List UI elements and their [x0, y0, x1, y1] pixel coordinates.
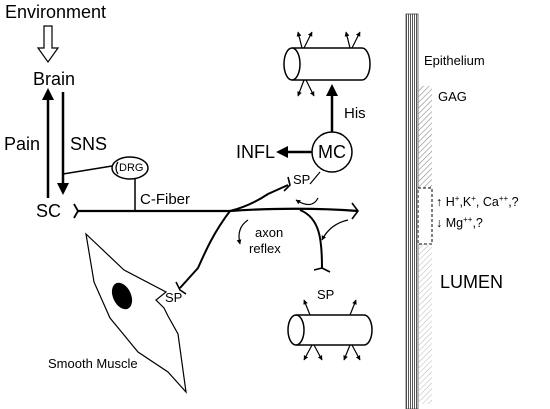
axon-label: axon	[255, 225, 284, 240]
lumen-label: LUMEN	[440, 272, 504, 292]
reflex-label: reflex	[249, 241, 281, 256]
smooth-muscle-cell-icon	[85, 232, 187, 394]
orthodromic-arrows	[236, 197, 349, 245]
sp-label-bottom: SP	[317, 287, 335, 302]
left-arrow-icon	[276, 146, 312, 158]
environment-label: Environment	[5, 2, 107, 22]
ion-influx-label: ↓ Mg++,?	[436, 215, 483, 231]
drg-ganglion	[62, 156, 149, 211]
mc-label: MC	[318, 142, 346, 162]
brain-label: Brain	[33, 69, 76, 89]
down-arrow-hollow-icon	[36, 25, 60, 64]
mast-cell-icon	[309, 131, 353, 185]
blood-vessel-icon	[287, 299, 373, 361]
infl-label: INFL	[236, 142, 276, 162]
c-fiber-axon	[73, 176, 359, 295]
drg-label: DRG	[119, 162, 144, 174]
sc-label: SC	[36, 201, 62, 221]
sp-label-top: SP	[293, 172, 311, 187]
pain-arrow	[42, 88, 54, 198]
down-arrow-icon: ↓	[436, 216, 443, 231]
sns-label: SNS	[70, 134, 108, 154]
epithelium-wall	[405, 13, 433, 409]
blood-vessel-icon	[283, 31, 371, 97]
pain-label: Pain	[4, 134, 41, 154]
smooth-muscle-label: Smooth Muscle	[48, 356, 138, 371]
epithelium-label: Epithelium	[424, 53, 485, 68]
ion-efflux-label: ↑ H+,K+, Ca++,?	[436, 194, 519, 210]
c-fiber-label: C-Fiber	[140, 191, 191, 208]
sp-label-left: SP	[165, 290, 183, 305]
gag-label: GAG	[438, 89, 467, 104]
up-arrow-icon: ↑	[436, 195, 443, 210]
his-label: His	[344, 105, 366, 122]
his-arrow	[326, 84, 338, 132]
